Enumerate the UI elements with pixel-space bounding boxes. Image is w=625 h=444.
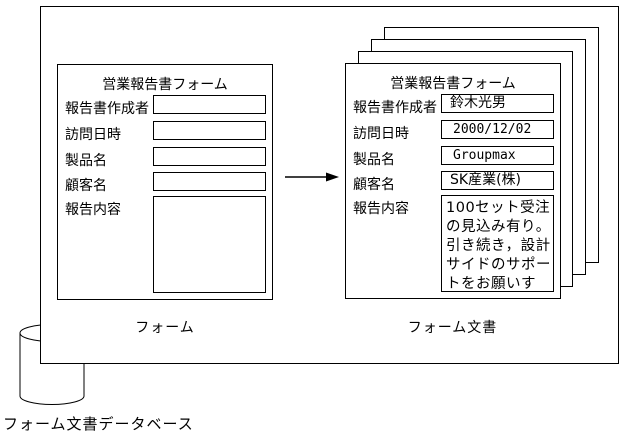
form-title: 営業報告書フォーム (390, 76, 516, 92)
form-caption: フォーム (135, 320, 195, 336)
field-label-report: 報告内容 (353, 201, 409, 217)
field-value-author: 鈴木光男 (441, 94, 554, 113)
field-value-report: 100セット受注の見込み有り。引き続き，設計サイドのサポートをお願いする。 (441, 195, 554, 292)
field-label-report: 報告内容 (65, 202, 121, 218)
field-input-customer (153, 172, 266, 191)
form-document-caption: フォーム文書 (407, 320, 498, 336)
field-label-customer: 顧客名 (353, 177, 395, 193)
field-input-visit-date (153, 121, 266, 140)
field-label-visit-date: 訪問日時 (353, 126, 409, 142)
field-label-author: 報告書作成者 (65, 101, 149, 117)
form-template-panel: 営業報告書フォーム 報告書作成者 訪問日時 製品名 顧客名 報告内容 (57, 64, 273, 300)
field-label-customer: 顧客名 (65, 178, 107, 194)
field-value-visit-date: 2000/12/02 (441, 120, 554, 139)
field-input-product (153, 147, 266, 166)
field-input-author (153, 95, 266, 114)
field-value-product: Groupmax (441, 146, 554, 165)
field-label-author: 報告書作成者 (353, 100, 437, 116)
field-label-product: 製品名 (353, 152, 395, 168)
field-value-customer: SK産業(株) (441, 171, 554, 190)
form-document-panel: 営業報告書フォーム 報告書作成者 鈴木光男 訪問日時 2000/12/02 製品… (345, 63, 561, 299)
field-label-visit-date: 訪問日時 (65, 127, 121, 143)
field-label-product: 製品名 (65, 153, 107, 169)
form-title: 営業報告書フォーム (102, 77, 228, 93)
field-textarea-report (153, 196, 266, 293)
database-label: フォーム文書データベース (3, 415, 194, 433)
right-arrow-icon (285, 172, 339, 182)
